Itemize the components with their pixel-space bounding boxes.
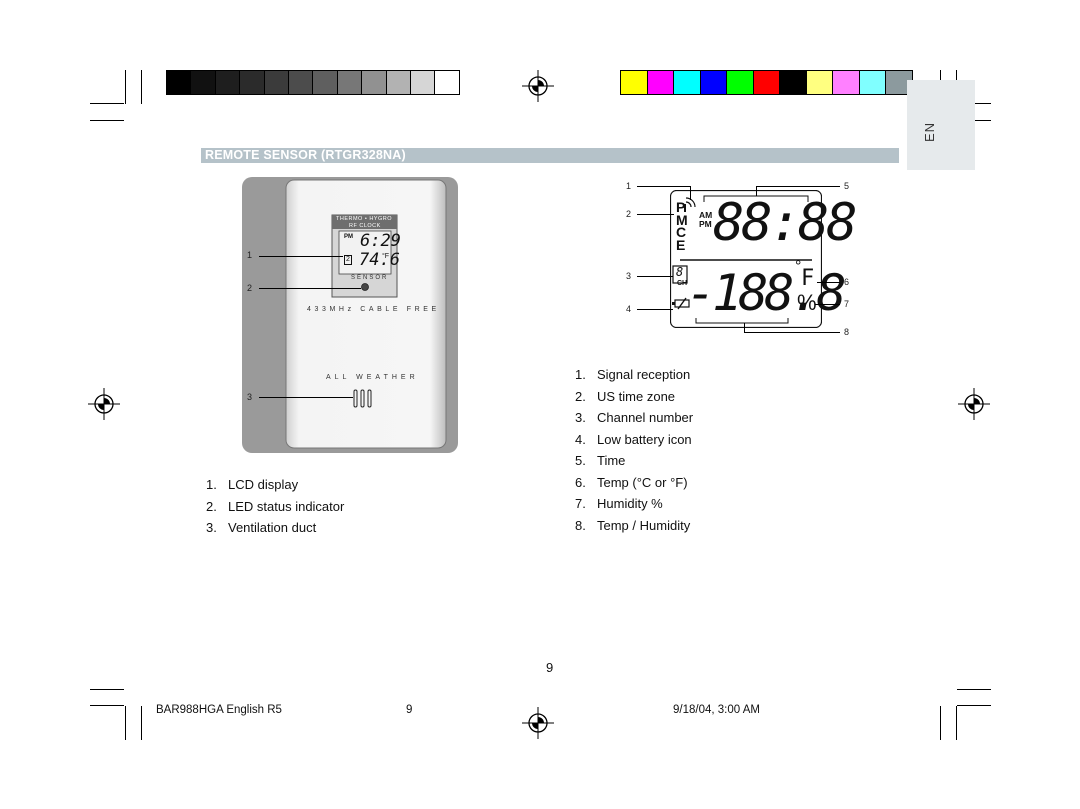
list-item: 5.Time bbox=[575, 453, 626, 468]
color-swatch bbox=[239, 70, 265, 95]
color-swatch bbox=[312, 70, 338, 95]
color-swatch bbox=[166, 70, 192, 95]
lcd-time-readout: 6:29 bbox=[360, 231, 401, 251]
sensor-callout-2: 2 bbox=[247, 283, 253, 293]
sensor-body bbox=[242, 177, 458, 453]
registration-target-icon bbox=[958, 388, 990, 420]
sensor-top-label: THERMO • HYGRO bbox=[336, 216, 392, 222]
registration-target-icon bbox=[88, 388, 120, 420]
section-title: REMOTE SENSOR (RTGR328NA) bbox=[201, 148, 899, 163]
color-swatch bbox=[288, 70, 314, 95]
sensor-top-label2: RF CLOCK bbox=[349, 223, 381, 229]
list-item: 2.US time zone bbox=[575, 388, 676, 404]
registration-target-icon bbox=[522, 70, 554, 102]
display-callout-6: 6 bbox=[844, 277, 850, 287]
ch-label: CH bbox=[677, 280, 688, 287]
color-swatch bbox=[646, 70, 674, 95]
color-swatch bbox=[410, 70, 436, 95]
lcd-channel: 2 bbox=[344, 255, 352, 265]
color-swatch bbox=[434, 70, 460, 95]
language-tab-label: EN bbox=[922, 121, 937, 142]
sensor-parts-list: 1.LCD display 2.LED status indicator 3.V… bbox=[206, 474, 344, 539]
color-swatch bbox=[361, 70, 387, 95]
footer-page: 9 bbox=[406, 704, 413, 716]
color-swatch bbox=[779, 70, 807, 95]
display-callout-3: 3 bbox=[626, 271, 632, 281]
display-parts-list: 1.Signal reception 2.US time zone 3.Chan… bbox=[575, 364, 693, 536]
list-item: 3.Ventilation duct bbox=[206, 520, 317, 535]
color-swatch bbox=[190, 70, 216, 95]
list-item: 7.Humidity % bbox=[575, 496, 663, 511]
time-digits: 88:88 bbox=[713, 193, 858, 253]
color-swatch bbox=[214, 70, 241, 95]
list-item: 1.Signal reception bbox=[575, 367, 691, 382]
temp-digits: -188.8 bbox=[686, 264, 847, 322]
language-tab bbox=[907, 80, 975, 170]
degree-symbol: ° bbox=[795, 258, 802, 275]
pmce-labels: P M C E bbox=[676, 199, 688, 253]
color-swatch bbox=[336, 70, 363, 95]
color-swatch bbox=[385, 70, 411, 95]
color-swatch bbox=[620, 70, 648, 95]
frequency-label: 433MHz CABLE FREE bbox=[307, 306, 440, 313]
am-pm-labels: AM PM bbox=[699, 210, 713, 229]
display-frame bbox=[670, 190, 822, 328]
display-callout-1: 1 bbox=[626, 181, 632, 191]
color-swatch bbox=[832, 70, 860, 95]
list-item: 8.Temp / Humidity bbox=[575, 517, 691, 533]
color-swatch bbox=[752, 70, 780, 95]
sensor-callout-3: 3 bbox=[247, 392, 253, 402]
color-swatch bbox=[699, 70, 727, 95]
color-swatch bbox=[726, 70, 754, 95]
list-item: 3.Channel number bbox=[575, 410, 694, 425]
display-callout-5: 5 bbox=[844, 181, 850, 191]
display-callout-2: 2 bbox=[626, 209, 632, 219]
sensor-callout-1: 1 bbox=[247, 250, 253, 260]
all-weather-label: ALL WEATHER bbox=[326, 374, 419, 381]
color-swatch bbox=[858, 70, 886, 95]
page-number: 9 bbox=[546, 660, 554, 675]
display-callout-4: 4 bbox=[626, 304, 632, 314]
registration-target-icon bbox=[522, 707, 554, 739]
footer-timestamp: 9/18/04, 3:00 AM bbox=[673, 704, 760, 716]
footer-doc-name: BAR988HGA English R5 bbox=[156, 704, 282, 716]
lcd-unit: °F bbox=[382, 253, 390, 260]
percent-symbol: % bbox=[797, 290, 817, 315]
display-callout-8: 8 bbox=[844, 327, 850, 337]
list-item: 1.LCD display bbox=[206, 477, 299, 492]
lcd-pm-label: PM bbox=[344, 234, 353, 240]
list-item: 6.Temp (°C or °F) bbox=[575, 474, 688, 490]
list-item: 2.LED status indicator bbox=[206, 498, 345, 514]
sensor-label: SENSOR bbox=[351, 275, 389, 281]
lcd-temp-readout: 74.6 bbox=[359, 250, 400, 270]
color-swatch bbox=[263, 70, 289, 95]
channel-digit: 8 bbox=[676, 265, 684, 279]
display-callout-7: 7 bbox=[844, 299, 850, 309]
color-swatch bbox=[673, 70, 701, 95]
unit-glyph: F bbox=[801, 266, 815, 291]
color-swatch bbox=[805, 70, 833, 95]
list-item: 4.Low battery icon bbox=[575, 431, 692, 447]
